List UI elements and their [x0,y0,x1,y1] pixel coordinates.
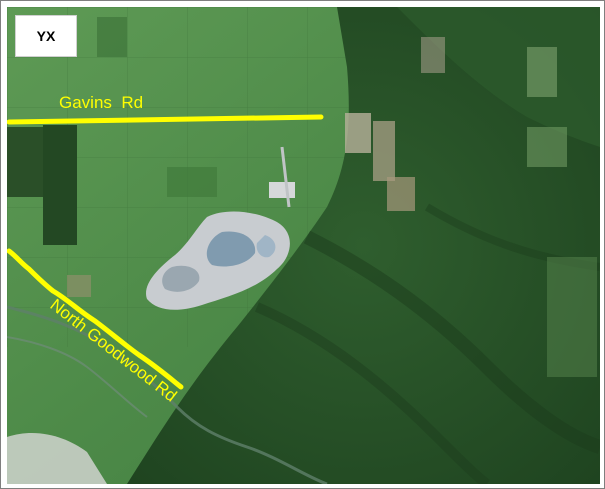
map-corner-tag-text: YX [36,28,56,44]
mine-building [269,182,295,198]
mine-pit [206,231,256,267]
field-patch [167,167,217,197]
plantation-block [7,127,47,197]
map-corner-tag: YX [15,15,77,57]
gavins-rd-label: Gavins Rd [59,93,143,112]
cleared-patch [527,47,557,97]
cleared-patch [527,127,567,167]
forest-ridge [397,7,600,147]
gavins-rd-line[interactable] [7,114,324,125]
forest-valley [303,230,600,454]
satellite-map[interactable]: Gavins Rd North Goodwood Rd YX [7,7,600,484]
haul-road [280,146,291,208]
cleared-patch [345,113,371,153]
map-canvas: Gavins Rd North Goodwood Rd [7,7,600,484]
cleared-patch [373,121,395,181]
pale-ground [7,432,107,484]
cleared-patch [421,37,445,73]
mine-pit [256,235,276,258]
cleared-patch [387,177,415,211]
mine-pit [162,265,200,292]
field-patch [67,275,91,297]
forest-valley [255,302,490,484]
creek [7,336,148,418]
forest-valley [424,203,600,271]
cleared-patch [547,257,597,377]
north-goodwood-rd-line[interactable] [7,248,184,390]
field-patch [97,17,127,57]
plantation-block [43,125,77,245]
creek [7,305,328,484]
